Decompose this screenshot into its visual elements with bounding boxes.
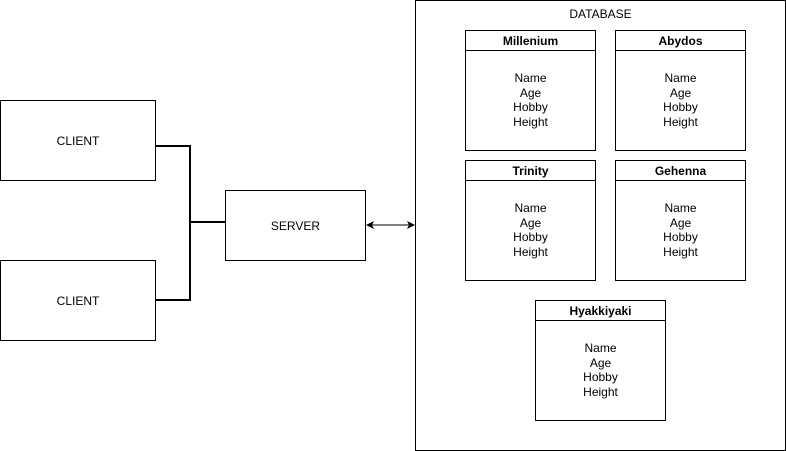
field: Age — [589, 355, 612, 370]
field: Age — [669, 215, 692, 230]
table-gehenna[interactable]: Gehenna Name Age Hobby Height — [615, 160, 746, 281]
field: Name — [664, 201, 697, 215]
field: Age — [519, 215, 542, 230]
field: Name — [584, 341, 617, 355]
table-fields: Name Age Hobby Height — [466, 201, 595, 259]
table-header: Gehenna — [616, 161, 745, 181]
client1-connector — [156, 145, 225, 223]
field: Hobby — [663, 230, 698, 244]
server-label: SERVER — [270, 218, 321, 233]
field: Name — [514, 71, 547, 85]
field: Height — [583, 384, 618, 399]
table-header: Abydos — [616, 31, 745, 51]
database-title: DATABASE — [569, 7, 632, 21]
table-fields: Name Age Hobby Height — [466, 71, 595, 129]
field: Name — [664, 71, 697, 85]
table-fields: Name Age Hobby Height — [536, 341, 665, 399]
field: Age — [519, 85, 542, 100]
field: Height — [663, 244, 698, 259]
field: Hobby — [663, 100, 698, 114]
field: Height — [513, 244, 548, 259]
client-label: CLIENT — [56, 293, 100, 308]
client-box[interactable]: CLIENT — [0, 260, 156, 341]
field: Name — [514, 201, 547, 215]
table-header: Trinity — [466, 161, 595, 181]
field: Height — [513, 114, 548, 129]
table-header: Hyakkiyaki — [536, 301, 665, 321]
table-abydos[interactable]: Abydos Name Age Hobby Height — [615, 30, 746, 151]
client-box[interactable]: CLIENT — [0, 100, 156, 181]
table-hyakkiyaki[interactable]: Hyakkiyaki Name Age Hobby Height — [535, 300, 666, 421]
table-header: Millenium — [466, 31, 595, 51]
client2-connector — [156, 222, 191, 301]
field: Age — [669, 85, 692, 100]
table-fields: Name Age Hobby Height — [616, 71, 745, 129]
field: Hobby — [513, 230, 548, 244]
table-millenium[interactable]: Millenium Name Age Hobby Height — [465, 30, 596, 151]
field: Hobby — [583, 370, 618, 384]
server-box[interactable]: SERVER — [225, 190, 366, 261]
client-label: CLIENT — [56, 133, 100, 148]
field: Height — [663, 114, 698, 129]
table-fields: Name Age Hobby Height — [616, 201, 745, 259]
table-trinity[interactable]: Trinity Name Age Hobby Height — [465, 160, 596, 281]
field: Hobby — [513, 100, 548, 114]
